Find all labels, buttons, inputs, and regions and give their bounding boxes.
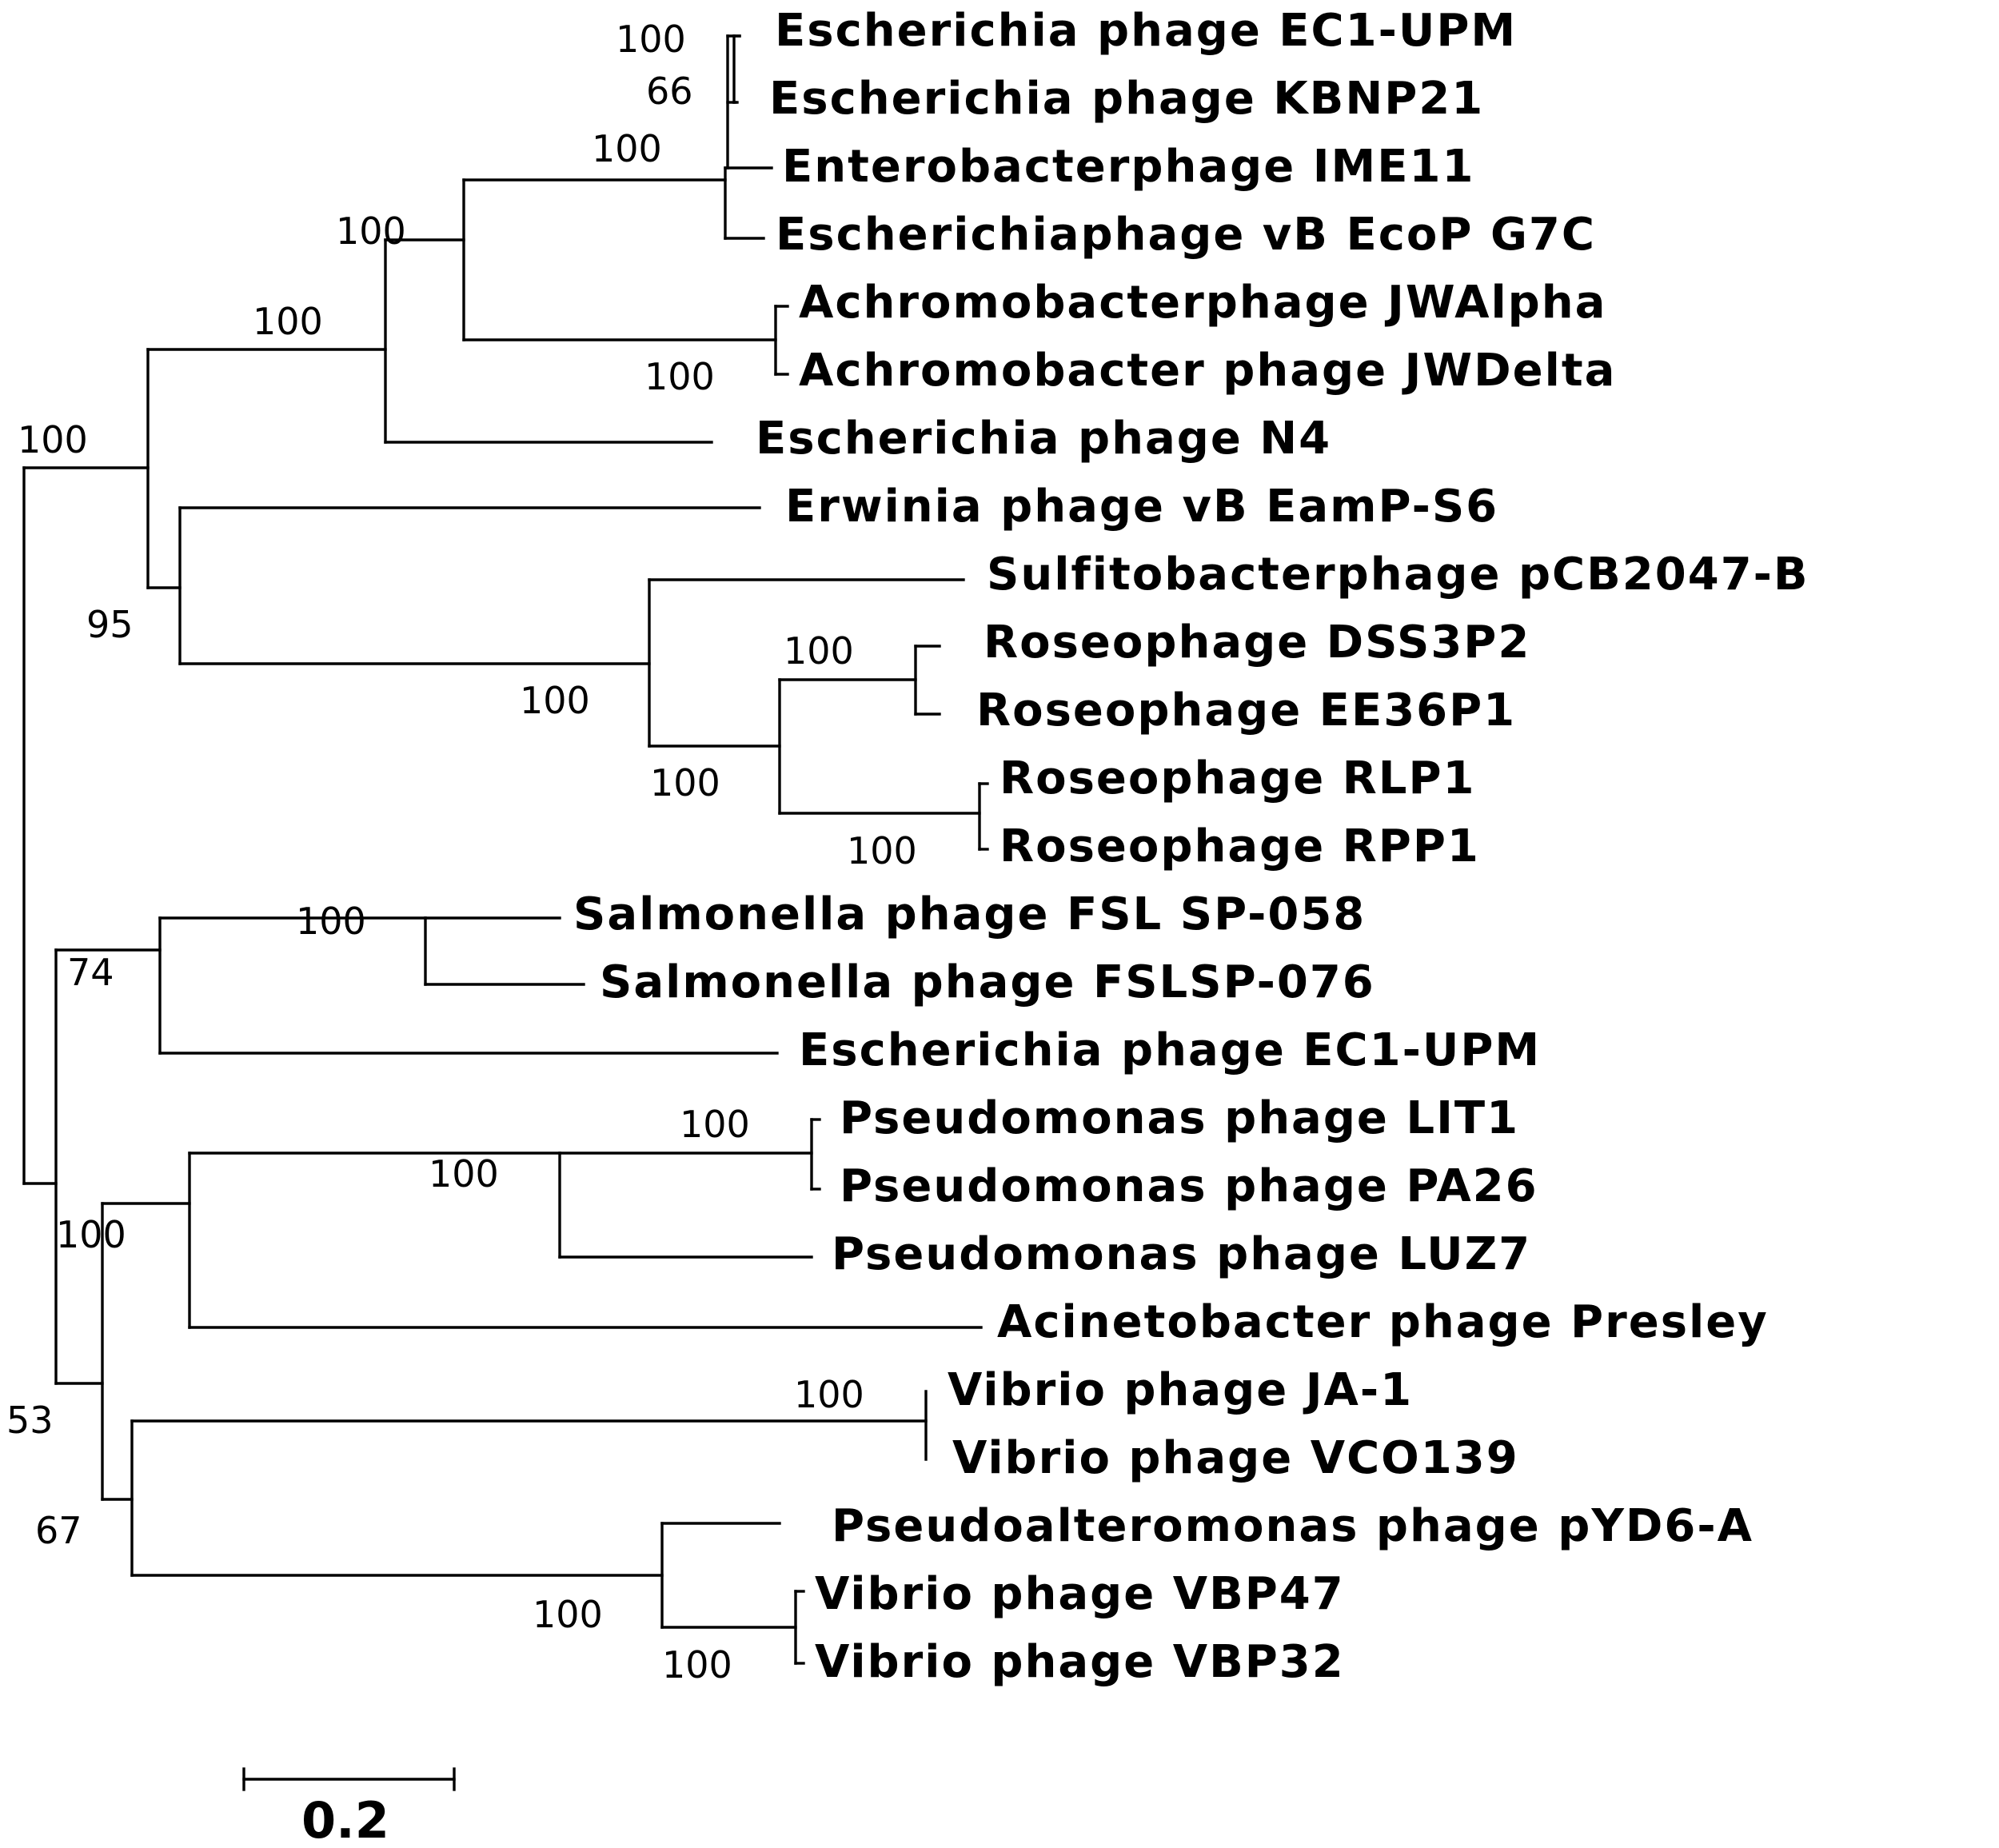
support-value: 100 <box>429 1152 499 1195</box>
support-value: 95 <box>86 603 134 646</box>
taxon-label: Vibrio phage JA-1 <box>948 1364 1413 1416</box>
taxon-label: Achromobacter phage JWDelta <box>799 345 1616 397</box>
support-value: 100 <box>18 418 88 461</box>
taxon-label: Enterobacterphage IME11 <box>782 141 1474 193</box>
support-value: 100 <box>784 629 854 673</box>
support-value: 100 <box>847 829 917 872</box>
scale-bar: 0.2 <box>242 1767 456 1848</box>
taxon-label: Vibrio phage VBP32 <box>815 1636 1345 1688</box>
taxon-label: Escherichia phage EC1-UPM <box>799 1024 1541 1076</box>
support-value: 100 <box>680 1103 750 1146</box>
taxon-label: Roseophage DSS3P2 <box>984 617 1530 669</box>
support-value: 100 <box>662 1643 732 1686</box>
taxon-label: Vibrio phage VCO139 <box>952 1432 1519 1484</box>
support-value: 100 <box>336 210 406 253</box>
taxon-label: Pseudomonas phage PA26 <box>840 1160 1538 1212</box>
support-value: 53 <box>6 1399 54 1442</box>
taxon-label: Roseophage RLP1 <box>1000 752 1476 804</box>
support-value: 100 <box>56 1213 126 1256</box>
taxon-label: Erwinia phage vB EamP-S6 <box>785 481 1498 533</box>
support-value: 100 <box>533 1593 603 1636</box>
taxon-label: Roseophage EE36P1 <box>976 685 1516 736</box>
taxon-label: Salmonella phage FSLSP-076 <box>600 956 1375 1008</box>
taxon-label: Escherichia phage N4 <box>756 413 1331 465</box>
tree-branches <box>22 34 989 1665</box>
support-value: 100 <box>644 355 715 398</box>
support-values: 100 66 100 100 100 100 100 95 100 100 10… <box>6 18 917 1686</box>
taxon-label: Acinetobacter phage Presley <box>997 1296 1769 1348</box>
support-value: 100 <box>253 300 323 343</box>
taxon-label: Escherichia phage KBNP21 <box>769 73 1484 125</box>
support-value: 100 <box>592 127 662 170</box>
taxon-labels: Escherichia phage EC1-UPM Escherichia ph… <box>573 5 1809 1688</box>
taxon-label: Escherichiaphage vB EcoP G7C <box>776 209 1596 261</box>
scale-bar-label: 0.2 <box>301 1791 389 1848</box>
taxon-label: Salmonella phage FSL SP-058 <box>573 888 1366 940</box>
support-value: 74 <box>67 951 114 994</box>
support-value: 67 <box>35 1509 82 1552</box>
taxon-label: Vibrio phage VBP47 <box>815 1568 1345 1620</box>
support-value: 66 <box>646 70 693 113</box>
support-value: 100 <box>520 679 590 722</box>
taxon-label: Pseudomonas phage LIT1 <box>840 1092 1519 1144</box>
taxon-label: Escherichia phage EC1-UPM <box>775 5 1517 57</box>
taxon-label: Roseophage RPP1 <box>1000 820 1480 872</box>
taxon-label: Pseudomonas phage LUZ7 <box>832 1228 1531 1280</box>
taxon-label: Achromobacterphage JWAlpha <box>799 277 1606 329</box>
support-value: 100 <box>650 761 720 804</box>
support-value: 100 <box>616 18 686 61</box>
support-value: 100 <box>296 900 366 943</box>
taxon-label: Pseudoalteromonas phage pYD6-A <box>832 1500 1754 1552</box>
support-value: 100 <box>794 1373 864 1416</box>
taxon-label: Sulfitobacterphage pCB2047-B <box>987 549 1809 601</box>
